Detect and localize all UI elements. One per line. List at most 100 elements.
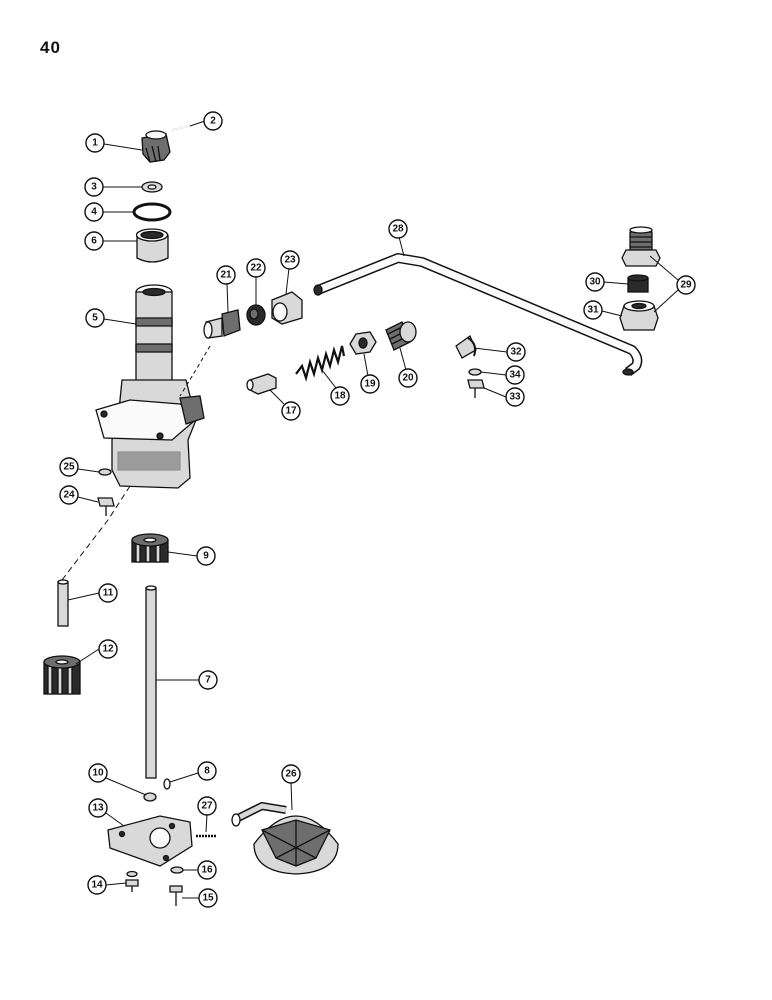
callout-6: 6	[84, 231, 137, 251]
callout-18: 18	[321, 369, 350, 406]
callout-17-label: 17	[285, 406, 297, 417]
callout-27: 27	[197, 796, 217, 833]
callout-22: 22	[246, 258, 266, 305]
callout-8: 8	[169, 761, 217, 783]
part-19-lock-nut	[349, 331, 377, 355]
part-34-lock-washer	[468, 368, 482, 376]
callout-11-label: 11	[103, 588, 114, 599]
part-29-connector	[621, 226, 661, 267]
callout-32-label: 32	[510, 347, 522, 358]
callout-1-label: 1	[92, 138, 98, 149]
callout-25-label: 25	[63, 462, 75, 473]
callout-21: 21	[216, 265, 236, 313]
part-18-spring	[295, 345, 346, 382]
callout-32: 32	[473, 342, 526, 362]
callout-6-label: 6	[91, 236, 97, 247]
callout-24: 24	[59, 485, 99, 505]
callout-14-label: 14	[91, 880, 103, 891]
callout-29: 29	[649, 255, 696, 313]
callout-28-label: 28	[392, 224, 404, 235]
part-26-screen	[231, 801, 339, 875]
callout-1: 1	[85, 133, 143, 153]
part-28-oil-tube	[313, 253, 643, 376]
part-3-washer	[141, 181, 163, 193]
callout-7: 7	[156, 670, 218, 690]
callout-3: 3	[84, 177, 142, 197]
part-2-pin	[171, 125, 191, 131]
callout-34: 34	[480, 365, 525, 385]
callout-2-label: 2	[210, 116, 216, 127]
part-22-spring-cup	[246, 304, 266, 326]
part-6-bushing	[135, 228, 169, 263]
callout-31-label: 31	[587, 305, 599, 316]
callout-28: 28	[388, 219, 408, 257]
part-15-cap-screw	[169, 885, 183, 906]
alignment-lines	[61, 345, 211, 581]
part-23-cap-nut	[271, 291, 303, 325]
callout-9-label: 9	[203, 551, 209, 562]
callout-26: 26	[281, 764, 301, 811]
callout-17: 17	[269, 389, 301, 421]
callout-11: 11	[67, 583, 118, 603]
callout-27-label: 27	[201, 801, 213, 812]
part-31-nut	[619, 300, 659, 331]
callout-29-label: 29	[680, 280, 692, 291]
part-24-cap-screw	[97, 497, 115, 516]
callout-25: 25	[59, 457, 100, 477]
callout-16-label: 16	[201, 865, 213, 876]
callout-15: 15	[182, 888, 218, 908]
callout-10-label: 10	[92, 768, 104, 779]
part-21-fitting	[203, 309, 241, 339]
callout-33: 33	[483, 387, 525, 407]
callout-16: 16	[183, 860, 217, 880]
callout-18-label: 18	[334, 391, 346, 402]
callout-4-label: 4	[91, 207, 97, 218]
callout-23-label: 23	[284, 255, 296, 266]
page-number: 40	[40, 38, 61, 57]
part-10-nut	[143, 792, 157, 802]
part-4-o-ring	[132, 202, 172, 222]
part-7-shaft	[145, 585, 157, 779]
part-16-washer	[170, 866, 184, 874]
part-13-cover	[107, 815, 193, 867]
callout-5: 5	[85, 308, 137, 328]
callout-15-label: 15	[202, 893, 214, 904]
callout-12-label: 12	[102, 644, 114, 655]
part-1-drive-gear	[141, 130, 171, 163]
callout-5-label: 5	[92, 313, 98, 324]
part-9-gear	[131, 533, 169, 563]
callout-19: 19	[360, 353, 380, 394]
part-12-idler-gear	[43, 655, 81, 695]
callout-30: 30	[585, 272, 629, 292]
part-11-idler-shaft	[57, 579, 69, 627]
callout-23: 23	[280, 250, 300, 295]
callout-10: 10	[88, 763, 147, 796]
callout-33-label: 33	[509, 392, 521, 403]
callout-30-label: 30	[589, 277, 601, 288]
callout-13-label: 13	[92, 803, 104, 814]
callout-13: 13	[88, 798, 125, 827]
callout-12: 12	[75, 639, 118, 665]
callout-7-label: 7	[205, 675, 211, 686]
callout-34-label: 34	[509, 370, 521, 381]
callout-4: 4	[84, 202, 134, 222]
part-33-cap-screw	[467, 379, 485, 398]
callout-20-label: 20	[402, 373, 414, 384]
callout-24-label: 24	[63, 490, 75, 501]
part-25-washer	[98, 468, 112, 476]
part-30-sleeve	[627, 274, 649, 293]
callout-8-label: 8	[204, 766, 210, 777]
callout-31: 31	[583, 300, 623, 320]
callout-19-label: 19	[364, 379, 376, 390]
callout-20: 20	[398, 347, 418, 388]
part-17-plunger	[246, 373, 277, 395]
part-8-key	[163, 778, 171, 790]
callout-21-label: 21	[220, 270, 232, 281]
part-20-adjusting-screw	[385, 321, 417, 351]
callout-9: 9	[167, 546, 216, 566]
part-32-clip	[455, 335, 477, 359]
callout-22-label: 22	[250, 263, 262, 274]
callout-26-label: 26	[285, 769, 297, 780]
